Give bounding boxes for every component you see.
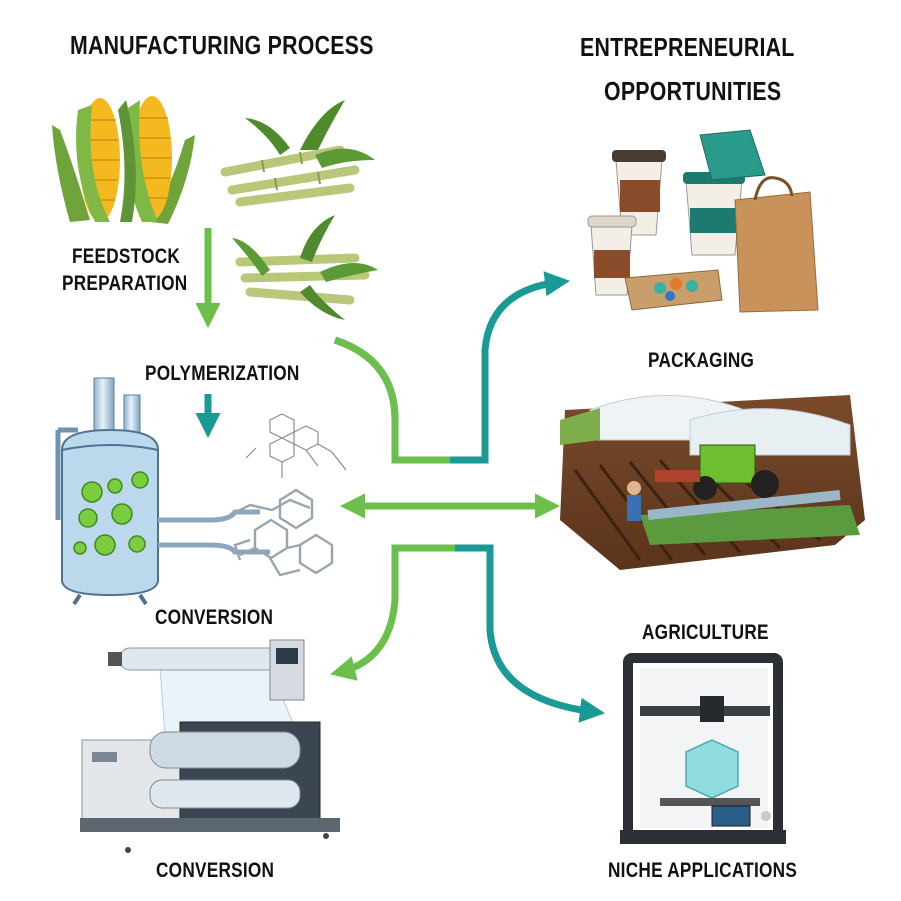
packaging-label: PACKAGING: [648, 349, 755, 372]
feedstock-label-line1: FEEDSTOCK: [72, 245, 181, 268]
agriculture-label: AGRICULTURE: [642, 621, 769, 644]
sugarcane-icon: [220, 100, 378, 320]
polymer-chain-icon: [229, 488, 334, 577]
arrow-to-niche: [455, 544, 606, 723]
polymerization-label: POLYMERIZATION: [145, 362, 300, 385]
entrepreneurial-heading-line1: ENTREPRENEURIAL: [580, 32, 795, 62]
corn-icon: [52, 96, 195, 224]
arrow-feedstock-merge: [333, 336, 450, 464]
3d-printer-icon: [620, 653, 786, 844]
feedstock-label-line2: PREPARATION: [62, 272, 188, 295]
farm-field-icon: [560, 395, 865, 570]
entrepreneurial-heading-line2: OPPORTUNITIES: [604, 76, 782, 106]
conversion-label-2: CONVERSION: [156, 859, 275, 882]
arrow-to-packaging: [333, 271, 571, 464]
manufacturing-heading: MANUFACTURING PROCESS: [70, 30, 374, 60]
reactor-icon: [55, 377, 270, 606]
film-machine-icon: [80, 639, 340, 853]
packaging-icon: [587, 129, 819, 313]
niche-applications-label: NICHE APPLICATIONS: [608, 859, 798, 882]
arrow-to-conversion: [330, 544, 455, 681]
molecule-icon: [245, 413, 347, 478]
conversion-label-1: CONVERSION: [155, 606, 274, 629]
